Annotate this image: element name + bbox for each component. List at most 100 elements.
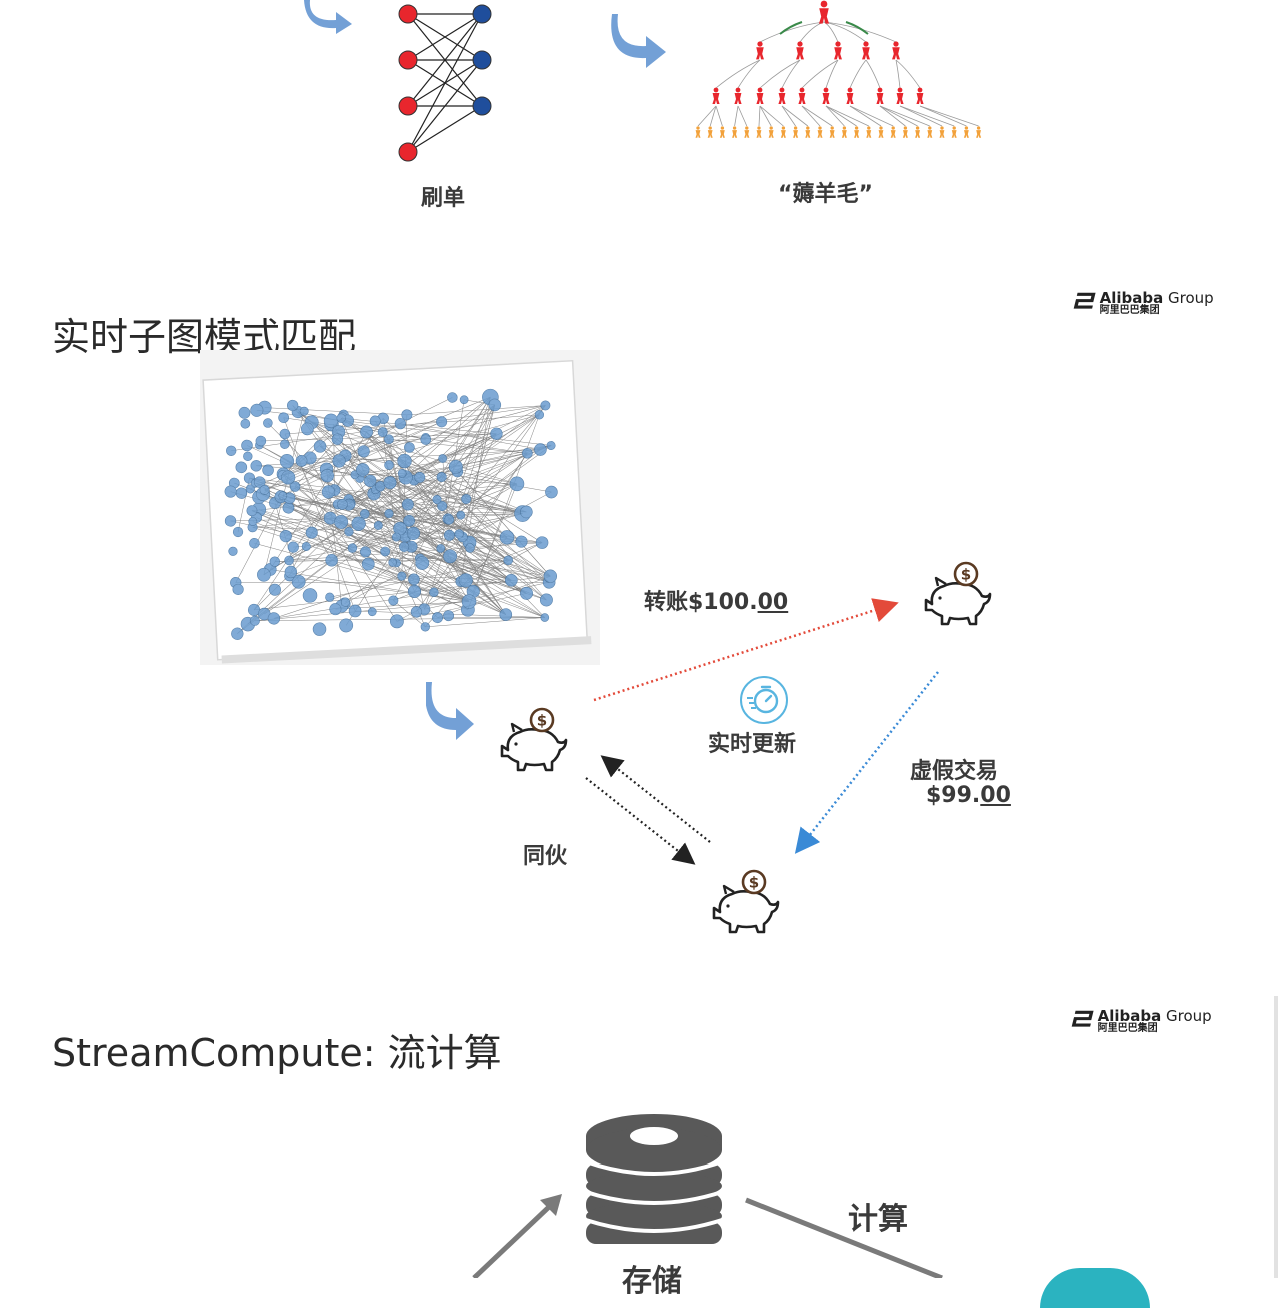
graph-node xyxy=(360,546,371,558)
red-node xyxy=(398,4,418,24)
pyramid-scheme-diagram xyxy=(695,0,982,138)
person-icon xyxy=(798,87,806,104)
graph-node xyxy=(415,556,430,570)
realtime-update-label: 实时更新 xyxy=(708,732,797,757)
storage-label: 存储 xyxy=(622,1264,682,1299)
graph-node xyxy=(499,530,515,545)
graph-node xyxy=(461,594,477,609)
person-icon xyxy=(778,87,786,104)
graph-node xyxy=(262,464,274,477)
person-icon xyxy=(805,126,811,138)
graph-node xyxy=(323,413,339,429)
graph-node xyxy=(369,415,381,427)
graph-node xyxy=(384,460,394,470)
graph-node xyxy=(377,427,388,438)
person-icon xyxy=(976,126,982,138)
curved-arrow-icon xyxy=(611,14,666,68)
graph-node xyxy=(320,468,335,483)
graph-node xyxy=(522,447,533,459)
graph-node xyxy=(340,597,351,607)
person-icon xyxy=(892,41,900,60)
compute-label: 计算 xyxy=(848,1202,908,1237)
graph-node xyxy=(302,588,318,603)
label-brushing: 刷单 xyxy=(421,186,466,211)
graph-node xyxy=(414,471,426,483)
graph-node xyxy=(505,573,518,587)
graph-node xyxy=(406,526,421,540)
graph-node xyxy=(226,445,237,456)
svg-text:$: $ xyxy=(537,712,547,730)
graph-node xyxy=(488,398,502,412)
graph-node xyxy=(334,514,349,529)
graph-node xyxy=(301,422,314,436)
curved-arrow-icon xyxy=(304,0,352,34)
graph-node xyxy=(388,595,399,606)
graph-node xyxy=(339,618,354,633)
graph-node xyxy=(534,443,547,456)
inflow-arrow xyxy=(472,1194,562,1278)
person-icon xyxy=(951,126,957,138)
graph-node xyxy=(279,529,292,543)
graph-node xyxy=(287,541,299,553)
graph-node xyxy=(456,510,466,520)
person-icon xyxy=(896,87,904,104)
graph-node xyxy=(535,536,549,549)
graph-node xyxy=(520,505,533,519)
graph-node xyxy=(391,532,401,542)
graph-node xyxy=(231,627,244,640)
graph-node xyxy=(461,494,472,505)
person-icon xyxy=(916,87,924,104)
person-icon xyxy=(841,126,847,138)
logo-mark-icon: ㄹ xyxy=(1066,1003,1094,1038)
alibaba-logo: ㄹ Alibaba Group 阿里巴巴集团 xyxy=(1066,1003,1212,1038)
person-icon xyxy=(712,87,720,104)
graph-node xyxy=(336,413,346,423)
graph-node xyxy=(359,509,370,519)
person-icon xyxy=(834,41,842,60)
graph-node xyxy=(367,607,377,617)
graph-node xyxy=(280,439,290,449)
graph-node xyxy=(543,569,558,583)
person-icon xyxy=(796,41,804,60)
graph-node xyxy=(436,544,446,553)
graph-node xyxy=(228,546,238,556)
graph-node xyxy=(356,463,370,477)
graph-node xyxy=(248,517,258,526)
person-icon xyxy=(890,126,896,138)
graph-node xyxy=(443,610,455,622)
graph-node xyxy=(459,395,469,405)
person-icon xyxy=(876,87,884,104)
person-icon xyxy=(695,126,701,138)
graph-node xyxy=(432,494,442,505)
person-icon xyxy=(768,126,774,138)
graph-node xyxy=(383,476,397,490)
graph-node xyxy=(509,476,525,492)
graph-node xyxy=(397,571,407,581)
person-icon xyxy=(846,87,854,104)
graph-node xyxy=(287,399,299,412)
graph-node xyxy=(515,535,528,548)
graph-node xyxy=(540,400,551,411)
person-icon xyxy=(854,126,860,138)
teal-node-shape xyxy=(1040,1268,1150,1308)
graph-node xyxy=(240,418,251,429)
graph-node xyxy=(263,418,273,428)
graph-node xyxy=(546,441,556,451)
graph-node xyxy=(432,612,444,624)
graph-node xyxy=(389,614,404,629)
realtime-timer-icon xyxy=(740,676,788,724)
person-icon xyxy=(818,0,830,24)
accomplice-arrow-forward xyxy=(585,777,696,865)
graph-node xyxy=(348,604,362,618)
graph-node xyxy=(284,555,294,566)
graph-node xyxy=(321,485,336,499)
piggy-bank-icon: $ xyxy=(924,561,992,626)
person-icon xyxy=(734,87,742,104)
graph-node xyxy=(401,498,414,511)
piggy-bank-icon: $ xyxy=(712,869,780,934)
fake-transaction-label: 虚假交易 $99.00 xyxy=(910,759,1011,808)
graph-node xyxy=(401,409,413,421)
person-icon xyxy=(963,126,969,138)
alibaba-logo: ㄹ Alibaba Group 阿里巴巴集团 xyxy=(1068,285,1214,320)
graph-node xyxy=(268,583,281,596)
